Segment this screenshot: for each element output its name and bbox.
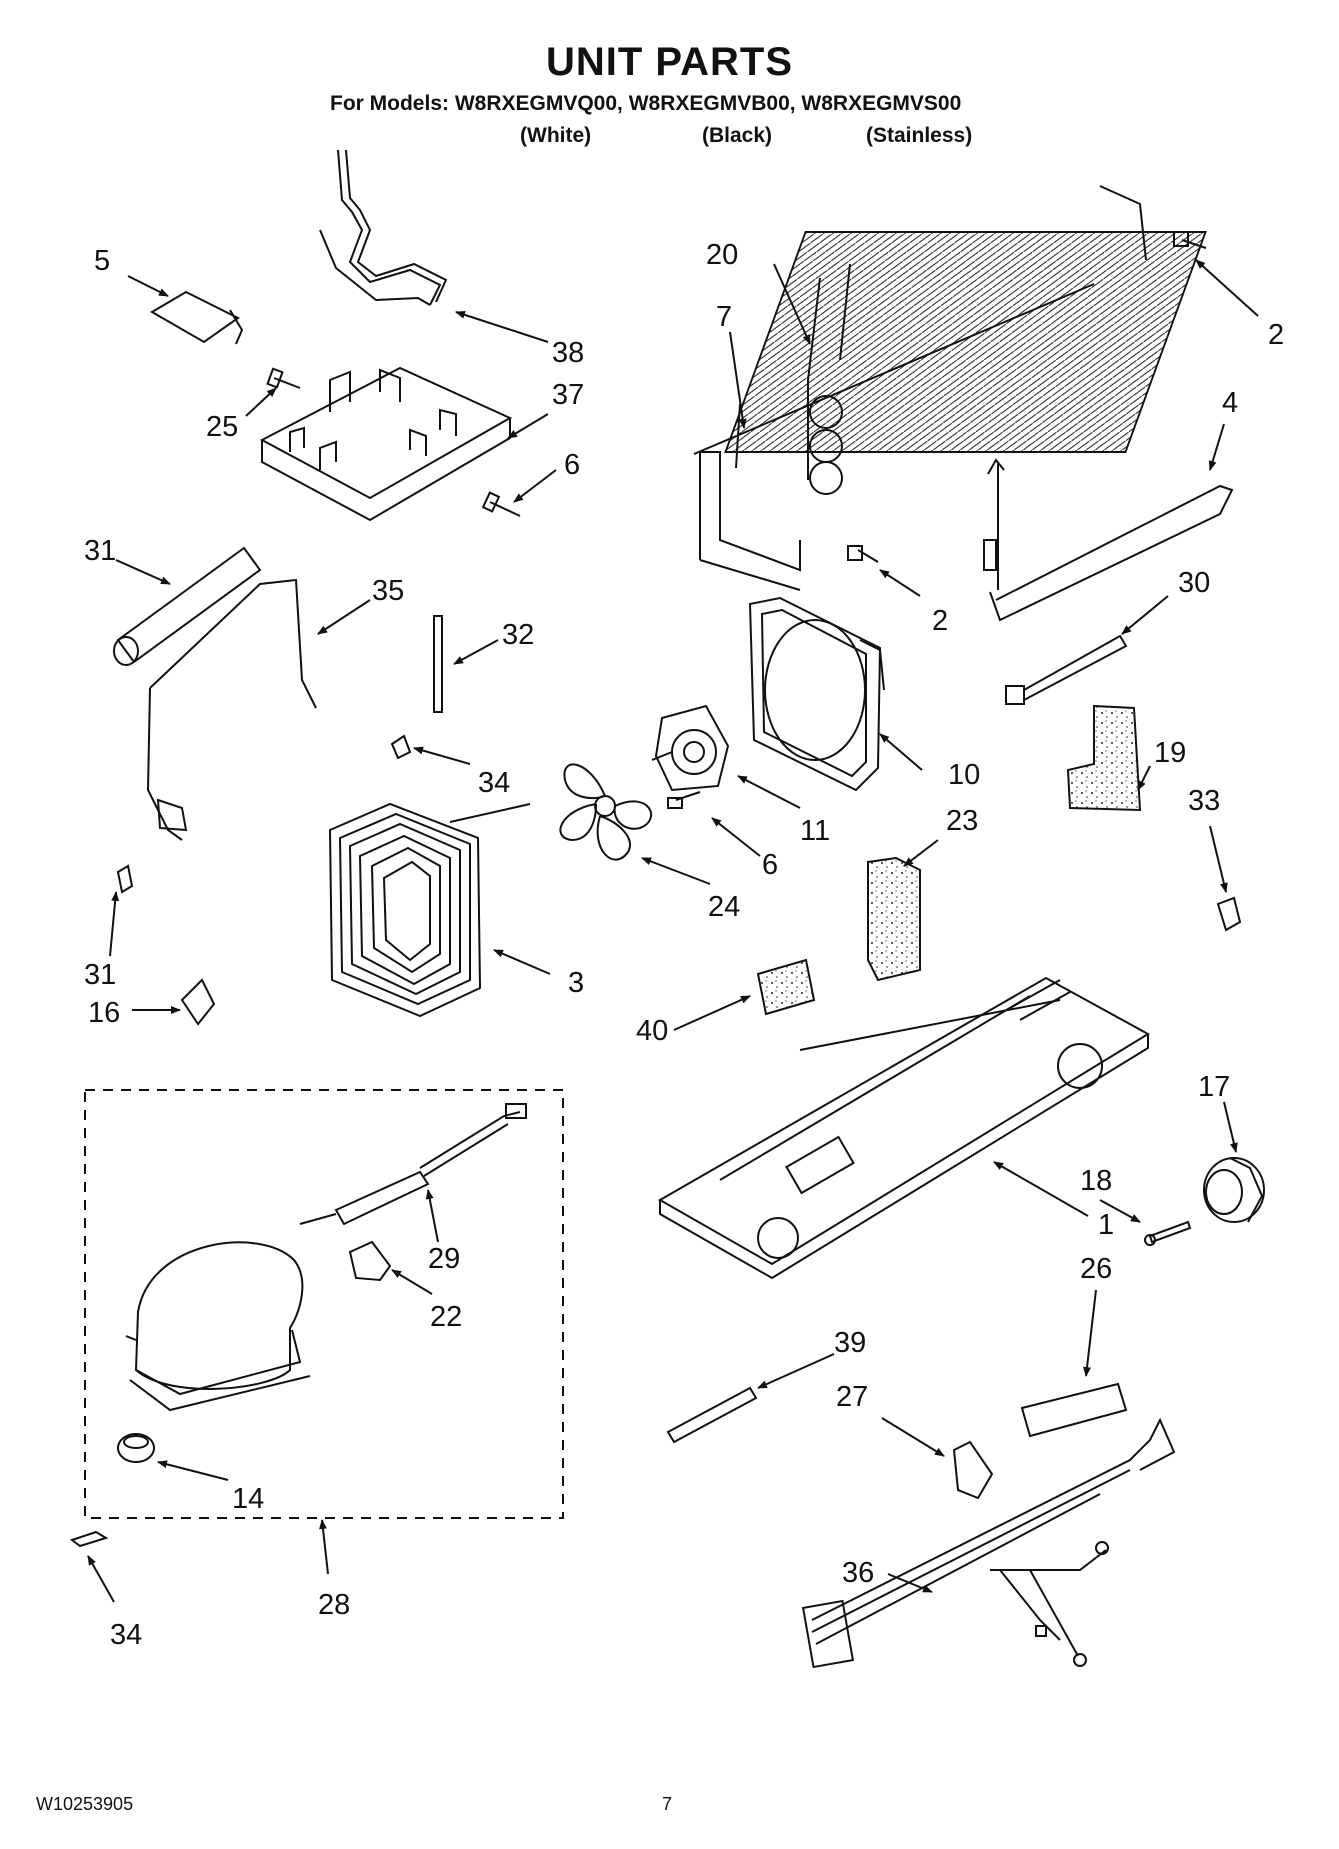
callout-36: 36 xyxy=(842,1557,874,1589)
part-31-small-clip xyxy=(116,864,134,894)
callout-6-upper: 6 xyxy=(564,449,580,481)
models-line: For Models: W8RXEGMVQ00, W8RXEGMVB00, W8… xyxy=(330,92,962,115)
callout-24: 24 xyxy=(708,891,740,923)
callout-28: 28 xyxy=(318,1589,350,1621)
callout-35: 35 xyxy=(372,575,404,607)
page-title: UNIT PARTS xyxy=(545,40,794,84)
part-30-cable-tie xyxy=(1005,634,1128,705)
part-25-screw xyxy=(266,367,301,389)
part-22-relay xyxy=(348,1240,392,1282)
part-26-label xyxy=(1020,1382,1128,1438)
callout-37: 37 xyxy=(552,379,584,411)
document-number: W10253905 xyxy=(36,1794,134,1814)
callout-27: 27 xyxy=(836,1381,868,1413)
callout-labels: 5 38 37 25 6 31 35 32 34 31 16 3 24 6 11… xyxy=(84,239,1284,1651)
part-24-fan-blade xyxy=(559,763,652,861)
part-6-screw-lower xyxy=(667,791,701,809)
callout-34-lower: 34 xyxy=(110,1619,142,1651)
callout-29: 29 xyxy=(428,1243,460,1275)
part-36-wire-harness xyxy=(801,1417,1176,1669)
leader-lines xyxy=(87,259,1259,1603)
part-7-20-evaporator xyxy=(693,185,1207,591)
part-2-screw-lower xyxy=(847,545,879,563)
callout-10: 10 xyxy=(948,759,980,791)
variant-stainless: (Stainless) xyxy=(866,124,973,147)
callout-34-upper: 34 xyxy=(478,767,510,799)
callout-3: 3 xyxy=(568,967,584,999)
callout-30: 30 xyxy=(1178,567,1210,599)
callout-4: 4 xyxy=(1222,387,1238,419)
part-19-foam-block xyxy=(1066,704,1142,812)
callout-39: 39 xyxy=(834,1327,866,1359)
callout-38: 38 xyxy=(552,337,584,369)
part-34-clip-lower xyxy=(69,1530,109,1548)
variant-white: (White) xyxy=(520,124,592,147)
part-18-axle-pin xyxy=(1144,1220,1192,1246)
callout-16: 16 xyxy=(88,997,120,1029)
callout-2-upper: 2 xyxy=(1268,319,1284,351)
callout-25: 25 xyxy=(206,411,238,443)
part-16-clip xyxy=(180,978,216,1026)
callout-22: 22 xyxy=(430,1301,462,1333)
variant-black: (Black) xyxy=(702,124,773,147)
part-11-fan-motor xyxy=(651,704,730,792)
callout-7: 7 xyxy=(716,301,732,333)
part-5-bracket-clip xyxy=(150,290,244,345)
part-40-pad xyxy=(756,958,816,1016)
part-31-insulation-tube xyxy=(113,546,262,666)
part-39-tube xyxy=(666,1386,758,1444)
callout-19: 19 xyxy=(1154,737,1186,769)
callout-2-lower: 2 xyxy=(932,605,948,637)
callout-26: 26 xyxy=(1080,1253,1112,1285)
callout-23: 23 xyxy=(946,805,978,837)
part-4-defrost-heater xyxy=(983,458,1234,622)
callout-17: 17 xyxy=(1198,1071,1230,1103)
part-27-bracket xyxy=(952,1440,994,1500)
callout-6-lower: 6 xyxy=(762,849,778,881)
compressor xyxy=(125,1241,311,1412)
callout-18: 18 xyxy=(1080,1165,1112,1197)
part-10-fan-shroud xyxy=(748,596,885,792)
callout-31-lower: 31 xyxy=(84,959,116,991)
callout-32: 32 xyxy=(502,619,534,651)
part-35-drain-tube xyxy=(146,578,317,841)
part-17-roller-wheel xyxy=(1203,1157,1265,1223)
part-3-condenser-coil xyxy=(328,802,531,1018)
callout-11: 11 xyxy=(800,815,830,847)
part-33-clip xyxy=(1216,896,1242,932)
part-6-screw-upper xyxy=(481,491,521,517)
part-34-clip-upper xyxy=(390,734,412,760)
part-2-screw-upper xyxy=(1173,231,1207,249)
callout-14: 14 xyxy=(232,1483,264,1515)
part-23-foam-pad xyxy=(867,856,921,982)
part-38-tubing-loop xyxy=(319,149,448,306)
part-37-control-housing xyxy=(259,366,513,522)
callout-33: 33 xyxy=(1188,785,1220,817)
part-29-filter-drier xyxy=(299,1103,527,1226)
part-32-rod xyxy=(433,615,443,713)
part-28-compressor-assembly-box xyxy=(84,1089,564,1519)
callout-31-upper: 31 xyxy=(84,535,116,567)
part-14-grommet xyxy=(117,1433,155,1463)
part-1-base-pan xyxy=(657,976,1150,1280)
callout-1: 1 xyxy=(1098,1209,1114,1241)
callout-5: 5 xyxy=(94,245,110,277)
page-number: 7 xyxy=(662,1794,673,1814)
callout-20: 20 xyxy=(706,239,738,271)
callout-40: 40 xyxy=(636,1015,668,1047)
